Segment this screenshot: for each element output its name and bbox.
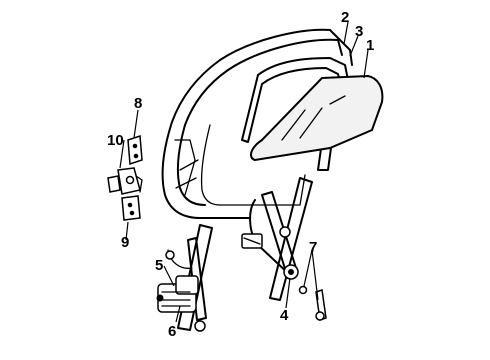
callout-5: 5 xyxy=(155,257,163,274)
door-hinges xyxy=(107,134,143,221)
callout-3: 3 xyxy=(355,23,363,40)
callout-6: 6 xyxy=(168,323,176,340)
door-frame-weatherstrip xyxy=(161,28,353,219)
window-regulator xyxy=(241,177,313,301)
callout-labels: 1 2 3 4 5 6 7 8 9 10 xyxy=(107,9,374,340)
callout-2: 2 xyxy=(341,9,349,26)
callout-8: 8 xyxy=(134,95,142,112)
callout-7: 7 xyxy=(309,239,317,256)
callout-4: 4 xyxy=(280,307,289,324)
fasteners xyxy=(298,285,327,321)
regulator-with-motor xyxy=(156,224,213,332)
leader-lines xyxy=(119,21,369,323)
callout-1: 1 xyxy=(366,37,374,54)
door-glass xyxy=(249,74,384,162)
callout-10: 10 xyxy=(107,132,124,149)
callout-9: 9 xyxy=(121,234,129,251)
